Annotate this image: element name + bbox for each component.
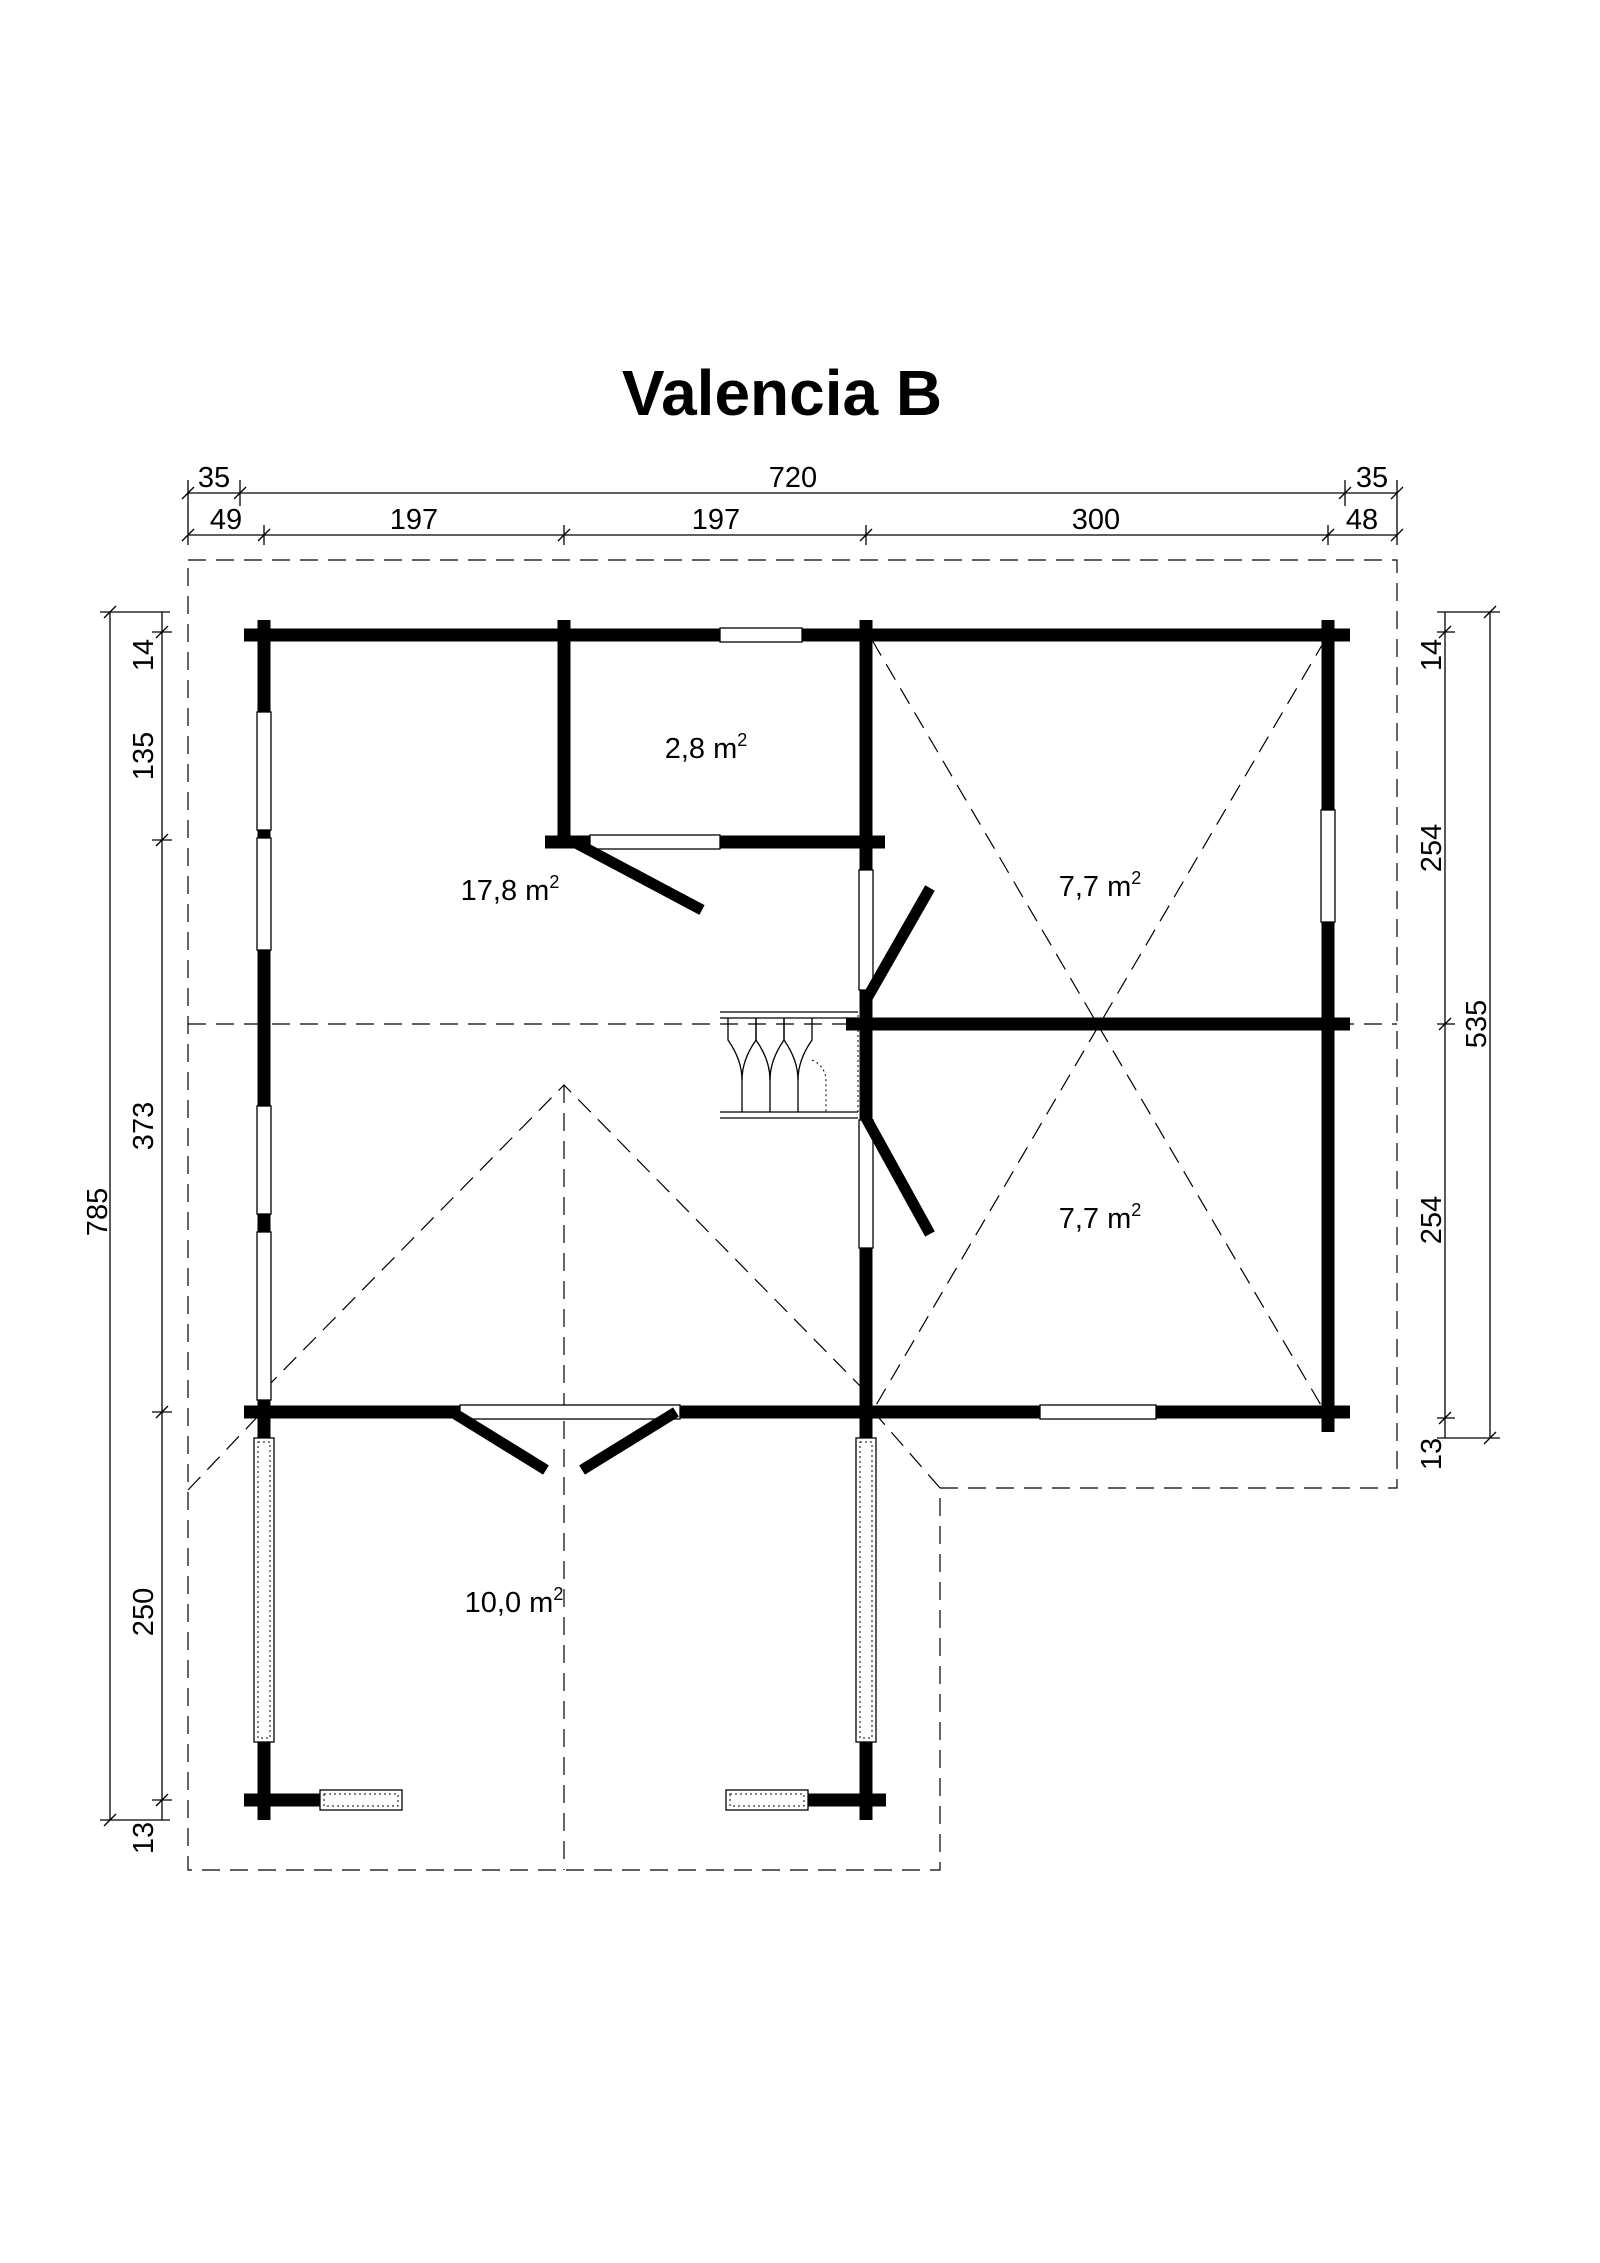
dim-right-2: 254 bbox=[1416, 824, 1448, 872]
porch-columns bbox=[253, 1437, 877, 1811]
window-left-1 bbox=[256, 711, 272, 831]
dim-left-2: 135 bbox=[128, 732, 160, 780]
area-porch: 10,0 m2 bbox=[465, 1584, 564, 1619]
dim-top-inner-4: 300 bbox=[1072, 504, 1120, 536]
area-upper-right-room: 7,7 m2 bbox=[1059, 868, 1142, 903]
door-entrance-left bbox=[449, 1407, 549, 1475]
small-room-door-gap bbox=[589, 834, 721, 850]
walls bbox=[244, 620, 1350, 1820]
dim-top-inner-2: 197 bbox=[390, 504, 438, 536]
door-opening-inner-2 bbox=[858, 1119, 874, 1249]
dim-left-total: 785 bbox=[82, 1188, 114, 1236]
window-top bbox=[719, 627, 803, 643]
porch-beam-right bbox=[855, 1437, 877, 1743]
dim-right-4: 13 bbox=[1416, 1438, 1448, 1470]
dim-left-5: 13 bbox=[128, 1822, 160, 1854]
entrance-gap bbox=[459, 1404, 681, 1420]
dim-top-outer-middle: 720 bbox=[769, 462, 817, 494]
dim-top-inner-1: 49 bbox=[210, 504, 242, 536]
doors bbox=[449, 837, 935, 1475]
porch-beam-left bbox=[253, 1437, 275, 1743]
dim-right-1: 14 bbox=[1416, 639, 1448, 671]
window-right-upper bbox=[1320, 809, 1336, 923]
dim-right-3: 254 bbox=[1416, 1196, 1448, 1244]
door-opening-inner bbox=[858, 869, 874, 991]
door-lower-right bbox=[861, 1115, 935, 1237]
area-lower-right-room: 7,7 m2 bbox=[1059, 1200, 1142, 1235]
left-dimensions: 785 14 135 373 250 13 bbox=[82, 605, 172, 1854]
window-left-4 bbox=[256, 1231, 272, 1401]
dim-top-outer-right: 35 bbox=[1356, 462, 1388, 494]
porch-bench-right bbox=[725, 1789, 809, 1811]
right-dimensions: 535 14 254 254 13 bbox=[1416, 605, 1500, 1470]
dim-top-outer-left: 35 bbox=[198, 462, 230, 494]
window-left-3 bbox=[256, 1105, 272, 1215]
window-left-2 bbox=[256, 837, 272, 951]
door-upper-right bbox=[861, 885, 935, 1003]
dim-left-3: 373 bbox=[128, 1102, 160, 1150]
window-bottom-right bbox=[1039, 1404, 1157, 1420]
door-entrance-right bbox=[579, 1407, 679, 1475]
stair-icon bbox=[720, 1011, 859, 1119]
dim-top-inner-3: 197 bbox=[692, 504, 740, 536]
windows bbox=[256, 627, 1336, 1420]
area-small-room: 2,8 m2 bbox=[665, 730, 748, 765]
top-dimensions: 35 720 35 49 197 197 300 48 bbox=[181, 462, 1404, 545]
roof-outline bbox=[187, 559, 1398, 1871]
door-small-room bbox=[571, 837, 705, 915]
area-main-room: 17,8 m2 bbox=[461, 872, 560, 907]
dim-left-1: 14 bbox=[128, 639, 160, 671]
dim-right-total: 535 bbox=[1461, 1000, 1493, 1048]
dim-top-inner-5: 48 bbox=[1346, 504, 1378, 536]
room-labels: 17,8 m2 2,8 m2 7,7 m2 7,7 m2 10,0 m2 bbox=[461, 730, 1142, 1619]
dim-left-4: 250 bbox=[128, 1588, 160, 1636]
plan-title: Valencia B bbox=[622, 357, 942, 429]
porch-bench-left bbox=[319, 1789, 403, 1811]
